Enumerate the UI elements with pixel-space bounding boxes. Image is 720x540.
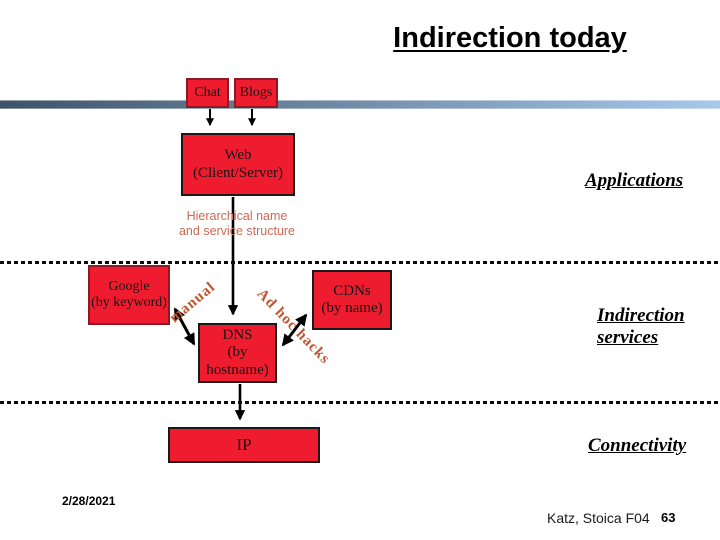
- footer-credit: Katz, Stoica F04: [547, 510, 650, 526]
- footer-page-number: 63: [661, 510, 676, 525]
- node-google-label-line1: Google: [108, 278, 150, 294]
- layer-divider-applications: [0, 261, 720, 264]
- node-blogs-label: Blogs: [239, 84, 273, 100]
- node-cdns-label-line2: (by name): [321, 300, 383, 316]
- node-web: Web (Client/Server): [181, 133, 295, 196]
- node-google: Google (by keyword): [88, 265, 170, 325]
- hierarchical-name-annotation: Hierarchical name and service structure: [157, 209, 317, 239]
- node-web-label-line1: Web: [224, 147, 252, 164]
- slide-title: Indirection today: [393, 22, 627, 54]
- node-ip: IP: [168, 427, 320, 463]
- node-dns: DNS (by hostname): [198, 323, 277, 383]
- footer-date: 2/28/2021: [62, 494, 116, 508]
- node-web-label-line2: (Client/Server): [193, 164, 283, 181]
- node-cdns: CDNs (by name): [312, 270, 392, 330]
- hierarchical-name-line2: and service structure: [178, 224, 296, 238]
- node-cdns-label-line1: CDNs: [333, 282, 371, 299]
- node-google-label-line2: (by keyword): [91, 295, 167, 310]
- node-blogs: Blogs: [234, 78, 278, 108]
- hierarchical-name-line1: Hierarchical name: [186, 209, 288, 223]
- layer-label-applications: Applications: [585, 170, 684, 191]
- header-divider-bar: [0, 100, 720, 109]
- manual-annotation: manual: [166, 279, 219, 327]
- node-chat: Chat: [186, 78, 229, 108]
- node-chat-label: Chat: [194, 84, 221, 100]
- layer-label-connectivity: Connectivity: [588, 435, 687, 456]
- layer-divider-connectivity: [0, 401, 720, 404]
- node-ip-label: IP: [236, 435, 252, 455]
- node-dns-label-line1: DNS: [222, 327, 253, 344]
- node-dns-label-line2: (by hostname): [206, 344, 269, 378]
- layer-label-indirection-services: Indirection services: [597, 305, 685, 348]
